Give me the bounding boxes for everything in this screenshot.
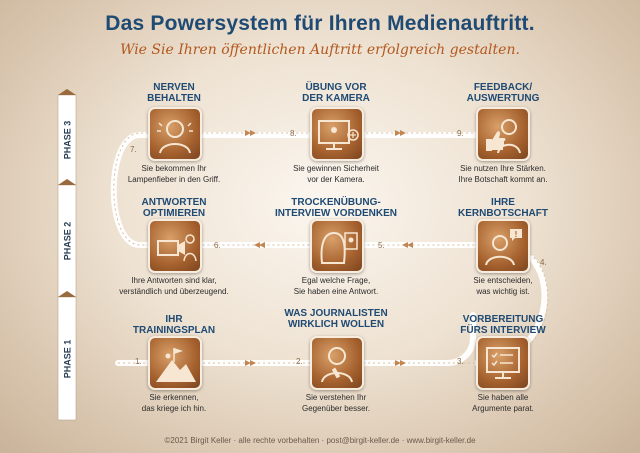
page-title: Das Powersystem für Ihren Medienauftritt…: [105, 12, 535, 35]
step-7-tile: [148, 107, 202, 161]
step-1-desc: Sie erkennen,das kriege ich hin.: [141, 393, 207, 413]
step-9-desc: Sie nutzen Ihre Stärken.Ihre Botschaft k…: [458, 164, 548, 184]
step-8-tile: [310, 107, 364, 161]
step-5-desc: Egal welche Frage,Sie haben eine Antwort…: [293, 276, 379, 296]
journalist-microphone-icon: [321, 347, 353, 383]
step-9-title: FEEDBACK/AUSWERTUNG: [466, 82, 540, 104]
woman-portrait-icon: [320, 231, 358, 264]
screen-presenter-icon: [318, 120, 359, 150]
step-5-number: 5.: [378, 241, 385, 250]
step-3-number: 3.: [457, 357, 464, 366]
summit-flag-icon: [156, 348, 196, 382]
step-8-number: 8.: [290, 129, 297, 138]
step-9-tile: [476, 107, 530, 161]
step-4-number: 4.: [540, 258, 547, 267]
phase-label-3: PHASE 3: [62, 120, 73, 160]
video-camera-icon: [157, 234, 197, 262]
page-subtitle: Wie Sie Ihren öffentlichen Auftritt erfo…: [120, 42, 520, 58]
step-1-number: 1.: [135, 357, 142, 366]
phase-label-1: PHASE 1: [62, 339, 73, 378]
step-6-desc: Ihre Antworten sind klar,verständlich un…: [119, 276, 229, 296]
step-7-number: 7.: [130, 145, 137, 154]
step-3-tile: [476, 336, 530, 390]
phase-label-2: PHASE 2: [62, 221, 73, 261]
step-9-number: 9.: [457, 129, 464, 138]
phase-bars: [57, 89, 77, 421]
person-idea-icon: !: [485, 229, 522, 266]
step-2-tile: [310, 336, 364, 390]
step-5-title: TROCKENÜBUNG-INTERVIEW VORDENKEN: [274, 197, 398, 219]
step-6-tile: [148, 219, 202, 273]
step-4-tile: !: [476, 219, 530, 273]
step-4-desc: Sie entscheiden,was wichtig ist.: [473, 276, 533, 296]
step-6-number: 6.: [214, 241, 221, 250]
step-5-tile: [310, 219, 364, 273]
checklist-monitor-icon: [486, 347, 520, 379]
step-2-number: 2.: [296, 357, 303, 366]
svg-text:!: !: [515, 230, 518, 239]
nervous-person-icon: [157, 120, 193, 154]
copyright-footer: ©2021 Birgit Keller · alle rechte vorbeh…: [164, 436, 476, 445]
step-1-tile: [148, 336, 202, 390]
thumbs-up-icon: [486, 119, 521, 154]
